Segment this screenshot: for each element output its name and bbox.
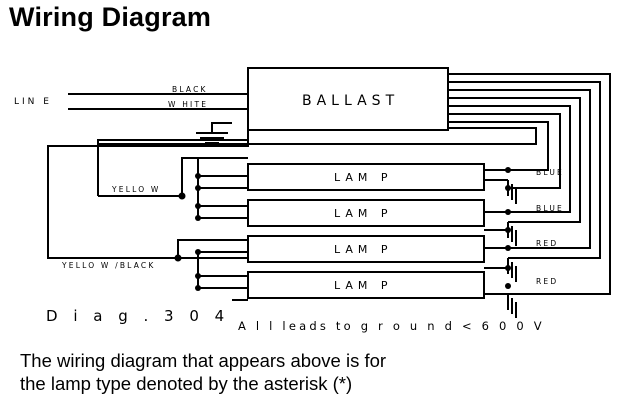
ground-symbol-1 <box>507 180 517 204</box>
red-wire-label-1: RED <box>536 239 558 248</box>
line-label: LIN E <box>14 97 52 107</box>
left-junction-dots <box>174 173 201 291</box>
yellow-trunk <box>98 157 248 197</box>
lamp-2 <box>247 199 485 227</box>
junction-dot <box>195 249 201 255</box>
blue-wire-label-2: BLUE <box>536 204 564 213</box>
output-wire-7 <box>448 121 549 171</box>
output-wire-2 <box>448 81 601 259</box>
caption-line-2: the lamp type denoted by the asterisk (*… <box>20 373 353 394</box>
lamp4-left-lower <box>197 276 248 289</box>
junction-dot <box>195 173 201 179</box>
ground-lead <box>211 122 232 133</box>
junction-dot <box>505 245 511 251</box>
ballast-box <box>247 67 449 131</box>
lamp1-left-upper <box>182 157 248 177</box>
caption-line-1: The wiring diagram that appears above is… <box>20 350 387 371</box>
page-title: Wiring Diagram <box>9 2 212 32</box>
junction-dot <box>505 185 511 191</box>
output-wire-6 <box>448 113 561 189</box>
yb-junction <box>174 254 182 262</box>
lamp2-left-upper <box>197 188 248 207</box>
lamp1-left-lower <box>197 176 248 189</box>
junction-dot <box>505 265 511 271</box>
junction-dot <box>505 283 511 289</box>
line-input-wires <box>68 93 248 110</box>
yellow-feed-wire <box>97 116 249 196</box>
junction-dot <box>195 285 201 291</box>
output-wire-5 <box>448 105 571 213</box>
junction-dot <box>195 185 201 191</box>
yb-trunk <box>48 239 248 259</box>
lamp-4 <box>247 271 485 299</box>
ballast-output-wires <box>98 73 611 295</box>
lamps <box>247 163 485 299</box>
lamp-label-4: LAM P <box>334 279 393 292</box>
lamp4-left-upper <box>197 258 248 277</box>
right-junction-dots <box>505 167 511 289</box>
output-wire-8 <box>98 127 537 145</box>
yellow-black-wire-label: YELLO W /BLACK <box>61 261 155 270</box>
lamp-label-2: LAM P <box>334 207 393 220</box>
red-wire-label-2: RED <box>536 277 558 286</box>
lamp-label-1: LAM P <box>334 171 393 184</box>
output-wire-3 <box>448 89 591 249</box>
yellow-wire-label: YELLO W <box>111 185 161 194</box>
lamp2-left-lower <box>197 206 248 219</box>
black-wire-label: BLACK <box>172 85 208 94</box>
ground-symbol-2 <box>507 222 517 246</box>
junction-dot <box>505 227 511 233</box>
blue-wire-label-1: BLUE <box>536 168 564 177</box>
yellow-junction <box>178 192 186 200</box>
junction-dot <box>505 209 511 215</box>
ground-note: A l l leads to g r o u n d < 6 0 0 V <box>238 319 545 333</box>
diagram-number: D i a g . 3 0 4 <box>46 307 230 325</box>
output-wire-4 <box>448 97 581 223</box>
junction-dot <box>195 273 201 279</box>
ballast-label: BALLAST <box>302 93 399 109</box>
junction-dot <box>195 203 201 209</box>
yellow-black-wires <box>48 239 248 301</box>
ground-symbol-4 <box>507 294 517 318</box>
lamp-label-3: LAM P <box>334 243 393 256</box>
output-wire-1 <box>448 73 611 295</box>
junction-dot <box>195 215 201 221</box>
white-wire-label: W HITE <box>168 100 208 109</box>
junction-dot <box>505 167 511 173</box>
lamp-1 <box>247 163 485 191</box>
caption: The wiring diagram that appears above is… <box>20 349 386 395</box>
